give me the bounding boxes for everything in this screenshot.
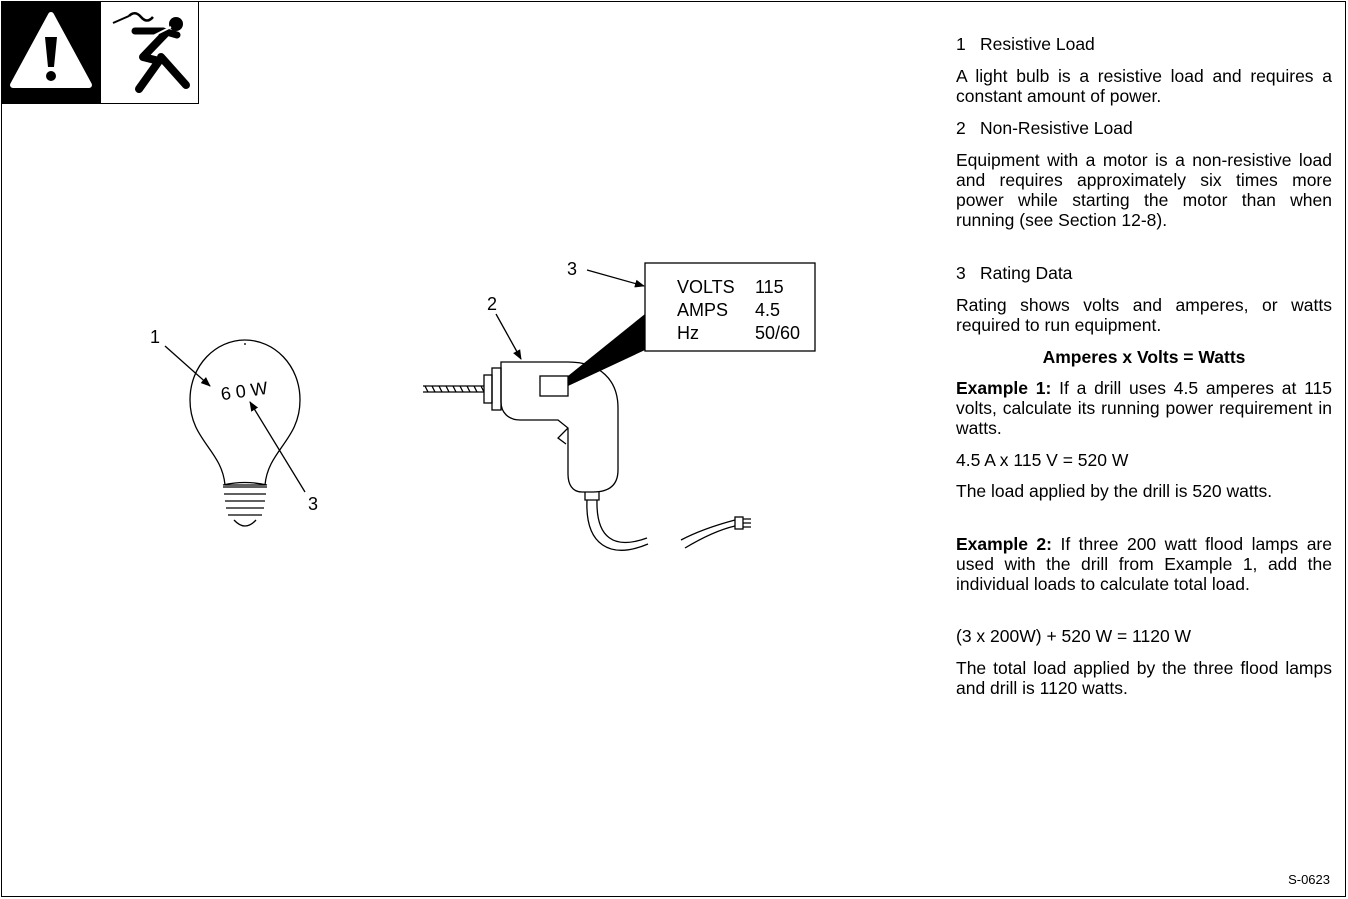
callout-2: 2	[487, 294, 497, 314]
heading-1-label: Resistive Load	[980, 34, 1095, 54]
formula: Amperes x Volts = Watts	[956, 347, 1332, 367]
heading-1-number: 1	[956, 34, 980, 54]
rating-hz-value: 50/60	[755, 323, 800, 343]
calculation-1: 4.5 A x 115 V = 520 W	[956, 450, 1332, 470]
callout-3-drill-arrow	[587, 270, 644, 286]
rating-hz-label: Hz	[677, 323, 699, 343]
figure-code: S-0623	[1288, 872, 1330, 887]
callout-3-bulb-arrow	[250, 402, 305, 492]
example-1-label: Example 1:	[956, 378, 1051, 398]
callout-3-drill: 3	[567, 259, 577, 279]
heading-2-number: 2	[956, 118, 980, 138]
callout-2-arrow	[496, 314, 521, 359]
heading-3-number: 3	[956, 263, 980, 283]
example-2-label: Example 2:	[956, 534, 1052, 554]
load-diagram: 6 0 W 1 3 VOLTS 115 AMPS 4.5 Hz 50/60 2	[0, 0, 940, 899]
paragraph-3: Rating shows volts and amperes, or watts…	[956, 295, 1332, 335]
calculation-2: (3 x 200W) + 520 W = 1120 W	[956, 626, 1332, 646]
heading-3-label: Rating Data	[980, 263, 1072, 283]
paragraph-1: A light bulb is a resistive load and req…	[956, 66, 1332, 106]
paragraph-2: Equipment with a motor is a non-resistiv…	[956, 150, 1332, 230]
rating-volts-value: 115	[755, 277, 784, 297]
example-2: Example 2: If three 200 watt flood lamps…	[956, 534, 1332, 594]
rating-volts-label: VOLTS	[677, 277, 735, 297]
heading-2-label: Non-Resistive Load	[980, 118, 1133, 138]
rating-amps-value: 4.5	[755, 300, 780, 320]
light-bulb	[190, 340, 300, 526]
callout-1: 1	[150, 327, 160, 347]
paragraph-5: The total load applied by the three floo…	[956, 658, 1332, 698]
callout-3-bulb: 3	[308, 494, 318, 514]
example-1: Example 1: If a drill uses 4.5 amperes a…	[956, 378, 1332, 438]
rating-amps-label: AMPS	[677, 300, 728, 320]
callout-1-arrow	[165, 346, 210, 386]
paragraph-4: The load applied by the drill is 520 wat…	[956, 481, 1332, 501]
bulb-wattage: 6 0 W	[219, 378, 268, 404]
drill	[423, 362, 751, 550]
